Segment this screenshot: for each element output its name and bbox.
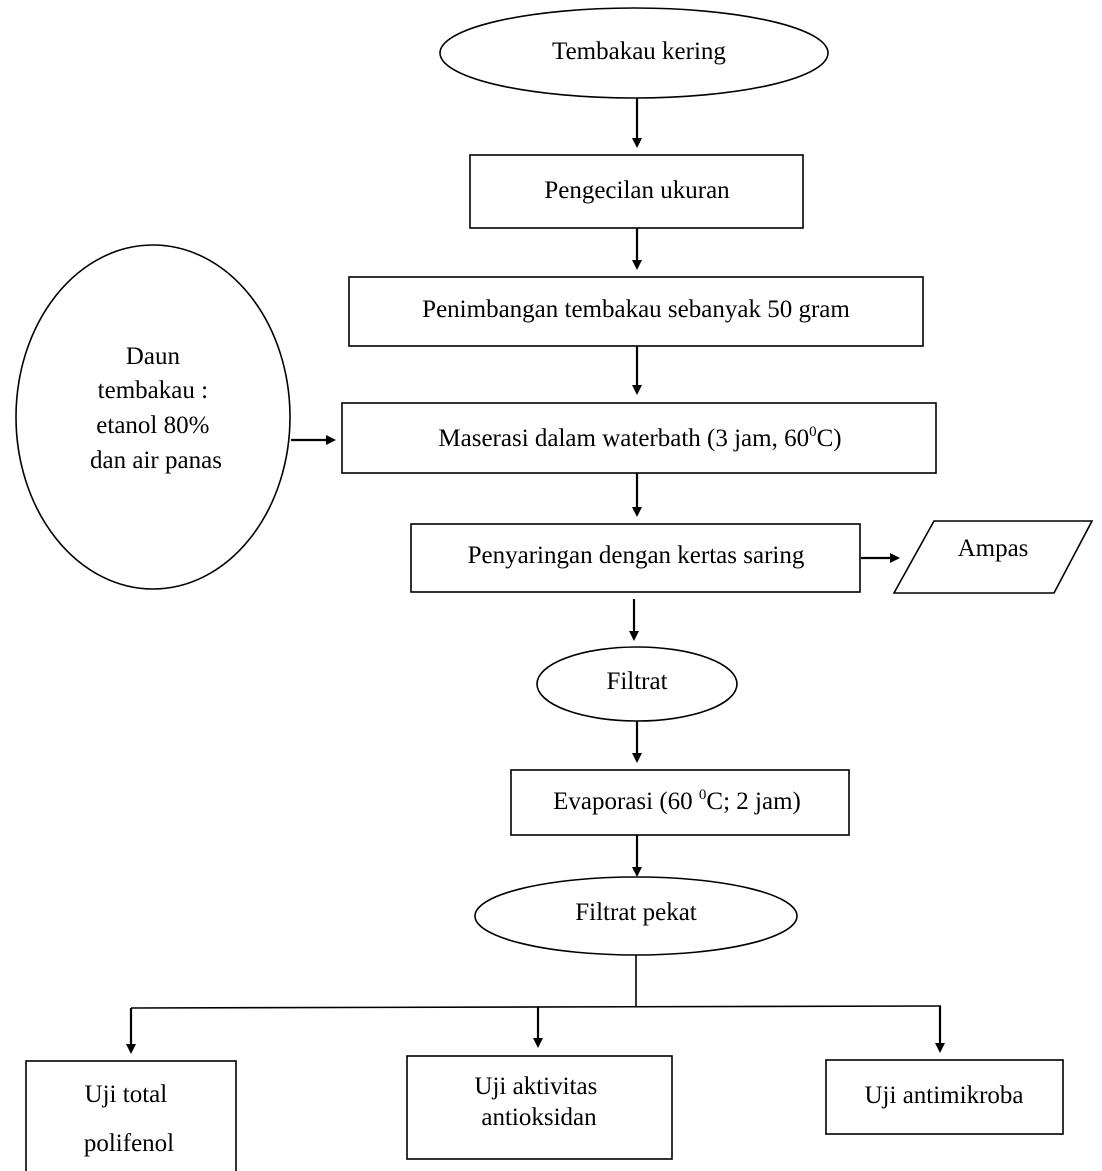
residue-label: Ampas: [958, 535, 1029, 562]
evaporation-sup: 0: [699, 787, 707, 803]
filtrate-label: Filtrat: [606, 668, 667, 695]
start-label: Tembakau kering: [552, 38, 726, 65]
polyphenol-test-node: Uji total polifenol: [25, 1060, 237, 1171]
branch-bar: [130, 1005, 942, 1009]
weighing-label: Penimbangan tembakau sebanyak 50 gram: [422, 296, 850, 323]
residue-node: Ampas: [892, 520, 1094, 594]
polyphenol-line-2: polifenol: [84, 1130, 174, 1157]
maceration-label: Maserasi dalam waterbath (3 jam, 600C): [438, 424, 841, 452]
concentrate-label: Filtrat pekat: [575, 899, 697, 926]
solvent-node: Daun tembakau : etanol 80% dan air panas: [15, 244, 291, 590]
solvent-line-3: etanol 80%: [96, 412, 209, 439]
evaporation-text-a: Evaporasi (60: [553, 788, 699, 815]
weighing-node: Penimbangan tembakau sebanyak 50 gram: [348, 276, 924, 347]
antioxidant-line-2: antioksidan: [481, 1104, 597, 1131]
filtering-node: Penyaringan dengan kertas saring: [410, 523, 861, 593]
polyphenol-test-label: Uji total polifenol: [84, 1081, 174, 1157]
size-reduction-node: Pengecilan ukuran: [469, 154, 804, 229]
antioxidant-line-1: Uji aktivitas: [474, 1073, 597, 1100]
antimicrobial-test-node: Uji antimikroba: [825, 1059, 1064, 1135]
concentrate-node: Filtrat pekat: [474, 876, 798, 956]
antimicrobial-test-label: Uji antimikroba: [865, 1082, 1024, 1109]
antioxidant-test-label: Uji aktivitas antioksidan: [474, 1073, 603, 1131]
start-node: Tembakau kering: [439, 7, 829, 99]
filtering-label: Penyaringan dengan kertas saring: [468, 542, 805, 569]
solvent-line-2: tembakau :: [98, 377, 208, 404]
filtrate-node: Filtrat: [536, 646, 738, 722]
maceration-node: Maserasi dalam waterbath (3 jam, 600C): [341, 402, 937, 474]
size-reduction-label: Pengecilan ukuran: [544, 177, 730, 204]
antioxidant-test-node: Uji aktivitas antioksidan: [406, 1055, 673, 1160]
solvent-line-1: Daun: [126, 343, 181, 370]
maceration-text-b: C): [817, 425, 842, 452]
evaporation-node: Evaporasi (60 0C; 2 jam): [510, 769, 850, 836]
evaporation-label: Evaporasi (60 0C; 2 jam): [553, 787, 801, 815]
solvent-label: Daun tembakau : etanol 80% dan air panas: [90, 343, 222, 474]
maceration-sup: 0: [809, 424, 817, 440]
solvent-line-4: dan air panas: [90, 447, 222, 474]
evaporation-text-b: C; 2 jam): [706, 788, 800, 815]
polyphenol-line-1: Uji total: [85, 1081, 168, 1108]
maceration-text-a: Maserasi dalam waterbath (3 jam, 60: [438, 425, 809, 452]
